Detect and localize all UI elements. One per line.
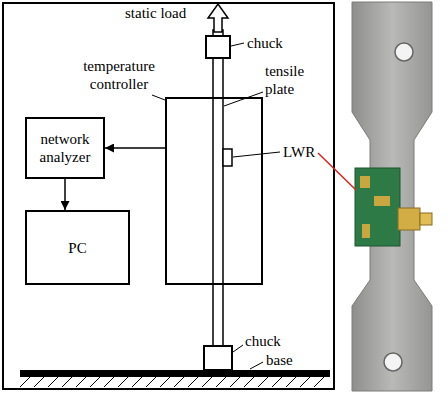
chuck-symbol — [204, 346, 232, 370]
panel-frame — [3, 3, 334, 389]
part-label: LWR — [283, 143, 315, 161]
node-text: network analyzer — [33, 130, 97, 166]
part-label: chuck — [247, 34, 283, 52]
instrument-box: network analyzer — [25, 117, 105, 179]
computer-box: PC — [25, 210, 130, 285]
sma-connector — [398, 208, 420, 230]
tensile-plate-photo — [352, 2, 432, 391]
ground-hatching — [20, 377, 324, 387]
pcb-pad — [362, 224, 370, 238]
pcb-pad — [360, 176, 370, 188]
bolt-hole — [395, 43, 413, 61]
part-label: chuck — [245, 332, 281, 350]
load-arrow — [208, 4, 228, 32]
lwr-pcb — [355, 168, 400, 246]
node-text: temperature controller — [69, 57, 169, 93]
signal-arrow — [64, 179, 66, 210]
temperature-chamber: temperature controller — [165, 97, 263, 285]
load-label: static load — [125, 4, 186, 22]
signal-arrow — [105, 147, 165, 149]
lwr-symbol — [223, 149, 232, 166]
base-bar — [20, 370, 330, 377]
node-text: PC — [68, 239, 86, 257]
sma-connector — [420, 213, 432, 225]
leader-lines — [152, 43, 280, 369]
part-label: base — [266, 351, 293, 369]
chuck-symbol — [206, 36, 230, 58]
pcb-pad — [374, 196, 390, 206]
tensile-plate-symbol — [213, 30, 223, 348]
pointer-line — [318, 153, 356, 190]
part-label: tensile plate — [265, 62, 323, 98]
bolt-hole — [384, 353, 402, 371]
